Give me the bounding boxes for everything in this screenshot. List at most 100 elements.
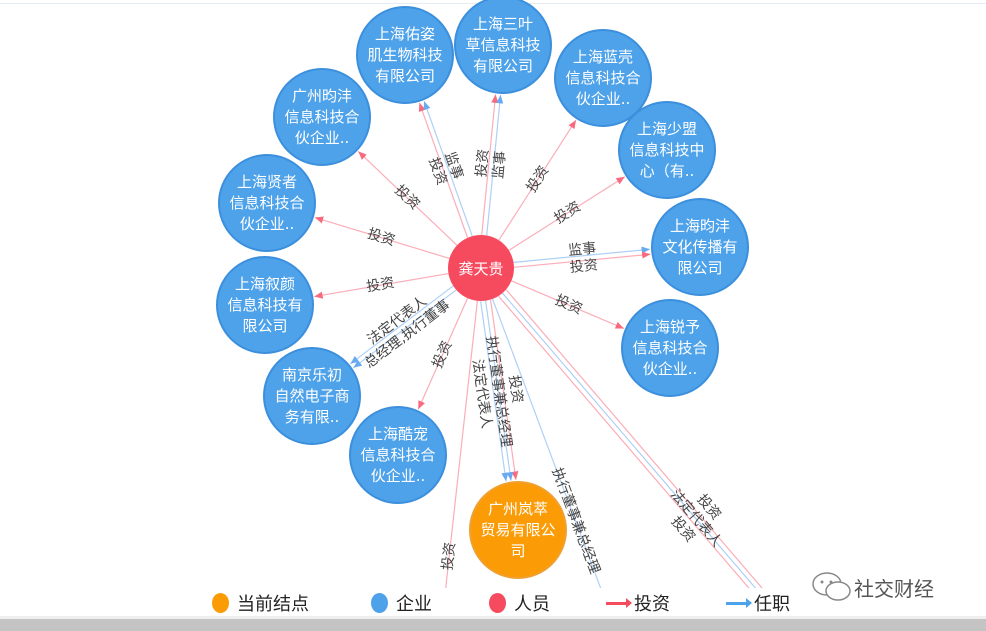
position-edge[interactable]	[480, 301, 509, 482]
node-circle[interactable]	[216, 256, 314, 354]
node-label: 信息科技有	[227, 296, 302, 314]
blue-dot-icon	[371, 593, 388, 613]
position-edge[interactable]	[423, 101, 473, 237]
node-label: 上海酷宠	[368, 425, 428, 443]
node-circle[interactable]	[454, 0, 552, 94]
invest-edge[interactable]	[508, 176, 626, 251]
node-label: 伙企业..	[576, 90, 631, 108]
node-label: 上海三叶	[473, 15, 533, 33]
position-edge[interactable]	[502, 292, 800, 588]
invest-edge[interactable]	[489, 299, 519, 480]
node-circle[interactable]	[554, 29, 652, 127]
edge-label: 投资	[552, 199, 584, 228]
red-arrow-icon	[606, 597, 632, 608]
node-label: 贸易有限公	[480, 521, 555, 539]
node-label: 信息科技合	[360, 446, 435, 464]
position-edge[interactable]	[353, 289, 457, 369]
position-edge[interactable]	[486, 94, 504, 236]
invest-edge[interactable]	[417, 297, 469, 410]
node-circle[interactable]	[618, 101, 716, 199]
node-label: 信息科技合	[229, 194, 304, 212]
position-edge[interactable]	[513, 246, 651, 263]
node-label: 上海叙颜	[235, 275, 295, 293]
node-label: 信息科技合	[632, 339, 707, 357]
legend-label: 任职	[754, 594, 790, 615]
node-label: 限公司	[242, 317, 287, 335]
invest-edge[interactable]	[498, 119, 577, 241]
invest-edge[interactable]	[314, 272, 449, 299]
position-edge[interactable]	[485, 300, 514, 481]
node-circle[interactable]	[356, 6, 454, 104]
node-label: 文化传播有	[662, 238, 737, 256]
invest-edge[interactable]	[440, 300, 478, 588]
node-label: 信息科技合	[565, 69, 640, 87]
node-circle[interactable]	[469, 481, 567, 579]
edge-label: 投资	[553, 292, 585, 318]
nodes: 上海佑姿肌生物科技有限公司上海三叶草信息科技有限公司上海蓝壳信息科技合伙企业..…	[216, 0, 749, 579]
invest-edge[interactable]	[511, 280, 625, 330]
invest-edge[interactable]	[498, 295, 797, 588]
edges	[314, 94, 804, 588]
node-label: 信息科技中	[629, 141, 704, 159]
node-circle[interactable]	[349, 406, 447, 504]
node-label: 有限公司	[375, 67, 435, 85]
legend-company[interactable]: 企业	[371, 588, 432, 618]
legend-current-node[interactable]: 当前结点	[212, 588, 309, 618]
legend-label: 投资	[634, 594, 670, 615]
edge-label: 投资	[505, 374, 525, 404]
node-label: 司	[510, 542, 525, 560]
node-label: 肌生物科技	[367, 46, 442, 64]
node-label: 心（有..	[640, 162, 695, 180]
invest-edge[interactable]	[514, 251, 651, 268]
legend: 当前结点 企业 人员 投资 任职	[0, 588, 986, 618]
node-label: 上海锐予	[640, 318, 700, 336]
edge-label: 投资	[430, 339, 456, 371]
orange-dot-icon	[212, 593, 229, 613]
invest-edge[interactable]	[314, 216, 450, 259]
node-circle[interactable]	[273, 68, 371, 166]
horizontal-scrollbar[interactable]	[0, 616, 986, 631]
invest-edge[interactable]	[357, 150, 458, 246]
person-node[interactable]: 龚天贵	[448, 235, 514, 301]
relationship-graph[interactable]: 投资监事投资监事投资投资投资投资监事投资投资投资总经理,执行董事法定代表人投资投…	[0, 0, 986, 588]
person-name: 龚天贵	[458, 260, 503, 278]
edge-label: 投资	[440, 541, 459, 571]
position-edge[interactable]	[491, 298, 620, 588]
node-label: 上海蓝壳	[573, 48, 633, 66]
legend-label: 人员	[514, 594, 550, 615]
node-label: 伙企业..	[240, 215, 295, 233]
node-label: 上海贤者	[237, 173, 297, 191]
invest-edge[interactable]	[418, 102, 469, 238]
legend-person[interactable]: 人员	[489, 588, 550, 618]
node-circle[interactable]	[621, 299, 719, 397]
edge-label: 投资	[365, 275, 395, 295]
wechat-watermark: 社交财经	[810, 570, 934, 604]
legend-label: 当前结点	[237, 594, 309, 615]
invest-edge[interactable]	[481, 94, 499, 235]
legend-position[interactable]: 任职	[726, 588, 790, 618]
node-circle[interactable]	[263, 347, 361, 445]
node-label: 伙企业..	[295, 129, 350, 147]
node-label: 草信息科技	[465, 36, 540, 54]
node-circle[interactable]	[218, 154, 316, 252]
invest-edge[interactable]	[505, 289, 804, 588]
node-label: 广州岚萃	[488, 500, 548, 518]
node-label: 伙企业..	[371, 467, 426, 485]
position-edge[interactable]	[349, 285, 454, 365]
legend-invest[interactable]: 投资	[606, 588, 670, 618]
node-circle[interactable]	[651, 198, 749, 296]
node-circle[interactable]	[448, 235, 514, 301]
node-label: 广州昀沣	[292, 87, 352, 105]
